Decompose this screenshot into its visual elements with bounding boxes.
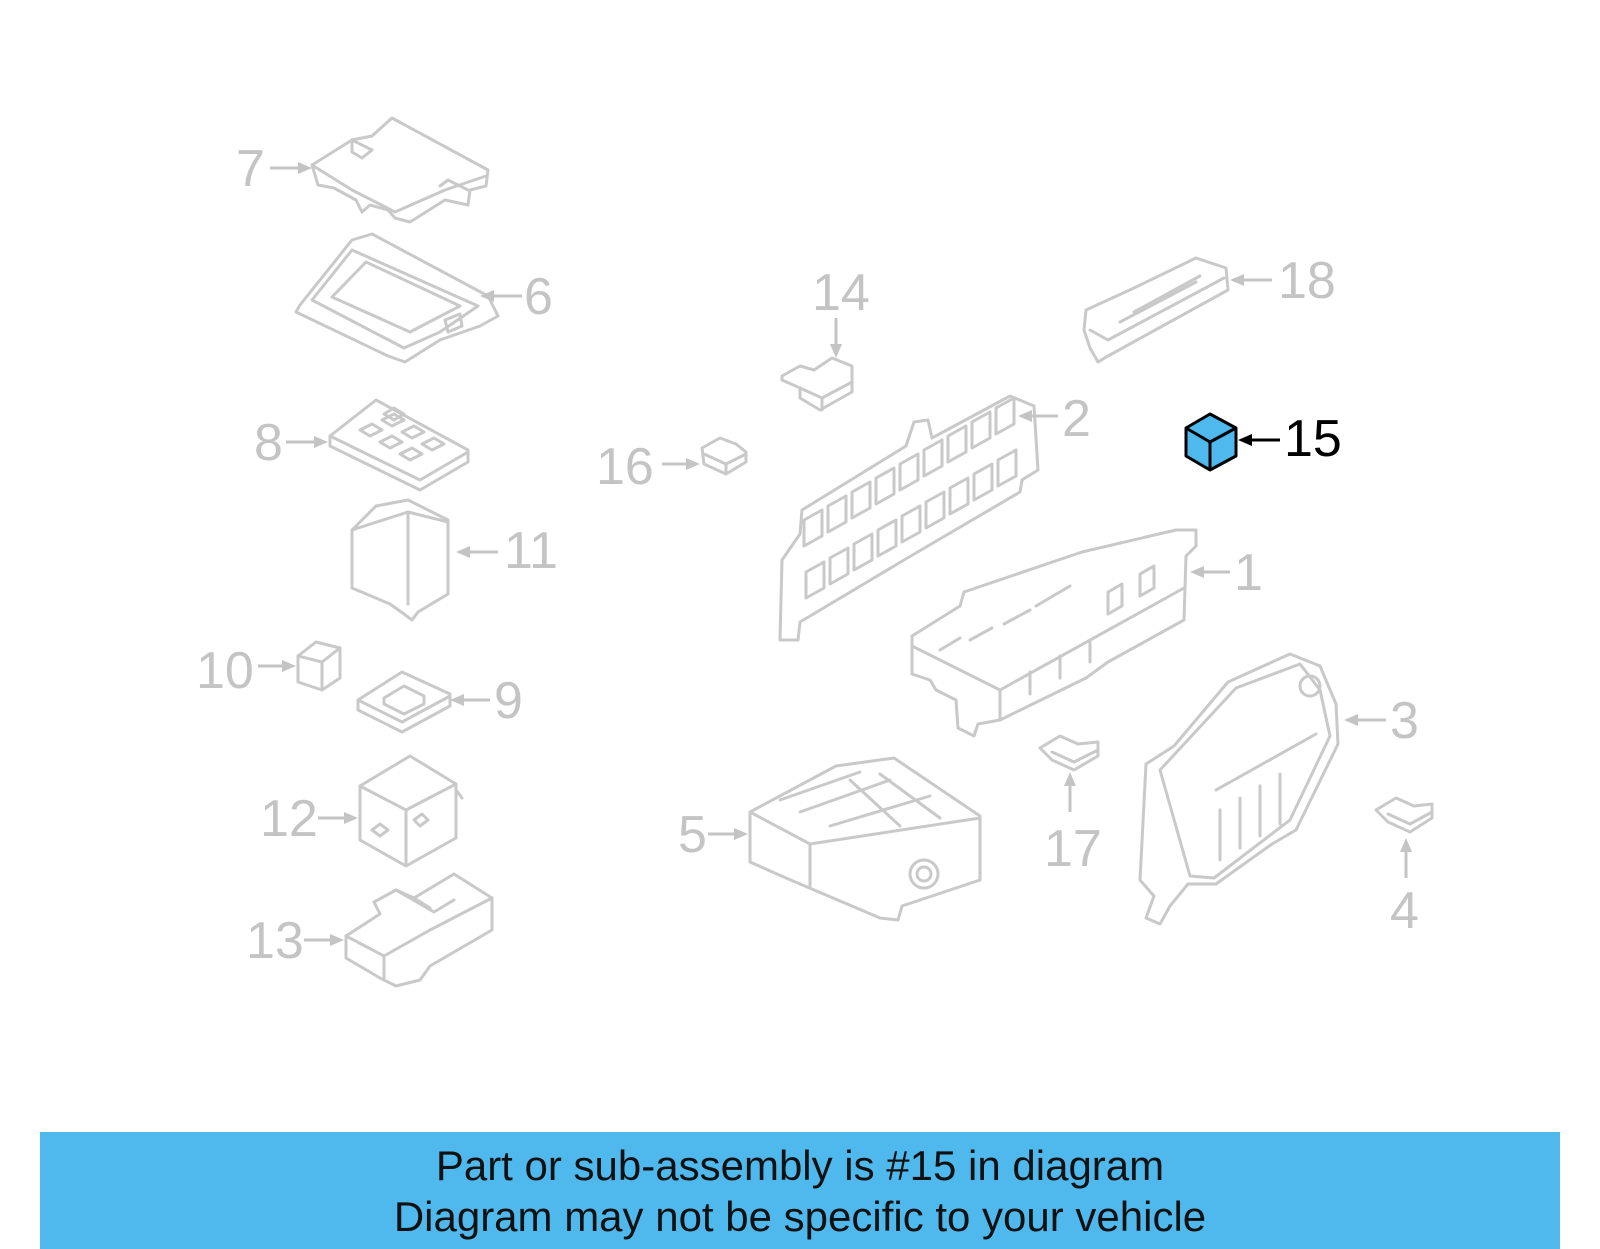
part-10-small-relay	[296, 640, 342, 692]
part-2-carrier	[778, 394, 1040, 642]
svg-text:15: 15	[1284, 410, 1342, 468]
part-16-clip	[700, 436, 748, 476]
callout-6: 6	[480, 268, 553, 326]
part-5-module	[748, 756, 982, 922]
part-4-clip	[1374, 796, 1434, 834]
callout-5: 5	[678, 806, 748, 864]
part-13-connector	[344, 872, 494, 988]
part-6-housing	[294, 232, 500, 364]
svg-text:3: 3	[1390, 692, 1419, 750]
banner-line-disclaimer: Diagram may not be specific to your vehi…	[393, 1193, 1207, 1240]
svg-text:11: 11	[504, 522, 558, 580]
callout-11: 11	[456, 522, 558, 580]
part-9-switch	[356, 670, 452, 734]
callout-2: 2	[1018, 390, 1091, 448]
part-3-cover	[1138, 652, 1340, 926]
callout-4: 4	[1390, 838, 1419, 940]
svg-text:5: 5	[678, 806, 707, 864]
callout-14: 14	[812, 264, 870, 358]
banner-line-part-reference: Part or sub-assembly is #15 in diagram	[435, 1142, 1165, 1189]
callout-3: 3	[1344, 692, 1419, 750]
part-17-clip	[1038, 734, 1100, 772]
callout-13: 13	[246, 912, 344, 970]
callout-15: 15	[1238, 410, 1342, 468]
callout-7: 7	[236, 140, 312, 198]
part-18-fuse-strip	[1082, 256, 1230, 364]
svg-text:13: 13	[246, 912, 304, 970]
svg-text:10: 10	[196, 642, 254, 700]
svg-text:12: 12	[260, 790, 318, 848]
callout-16: 16	[596, 438, 700, 496]
part-1-frame	[910, 528, 1198, 738]
callout-12: 12	[260, 790, 358, 848]
callout-17: 17	[1044, 772, 1102, 878]
part-7-cover	[310, 116, 490, 224]
part-12-relay	[358, 754, 464, 868]
svg-text:1: 1	[1234, 544, 1263, 602]
part-8-relay-block	[328, 398, 470, 492]
part-info-banner: Part or sub-assembly is #15 in diagram D…	[40, 1132, 1560, 1249]
callout-18: 18	[1230, 252, 1336, 310]
part-15-relay-highlighted	[1184, 412, 1238, 472]
callout-10: 10	[196, 642, 296, 700]
svg-text:18: 18	[1278, 252, 1336, 310]
callout-1: 1	[1190, 544, 1263, 602]
svg-text:2: 2	[1062, 390, 1091, 448]
svg-text:7: 7	[236, 140, 265, 198]
callout-9: 9	[450, 672, 523, 730]
svg-text:9: 9	[494, 672, 523, 730]
svg-text:14: 14	[812, 264, 870, 322]
part-14-bracket	[780, 356, 854, 412]
svg-text:17: 17	[1044, 820, 1102, 878]
svg-text:6: 6	[524, 268, 553, 326]
svg-text:4: 4	[1390, 882, 1419, 940]
part-11-relay	[350, 498, 450, 622]
svg-text:8: 8	[254, 414, 283, 472]
svg-text:16: 16	[596, 438, 654, 496]
callout-8: 8	[254, 414, 328, 472]
